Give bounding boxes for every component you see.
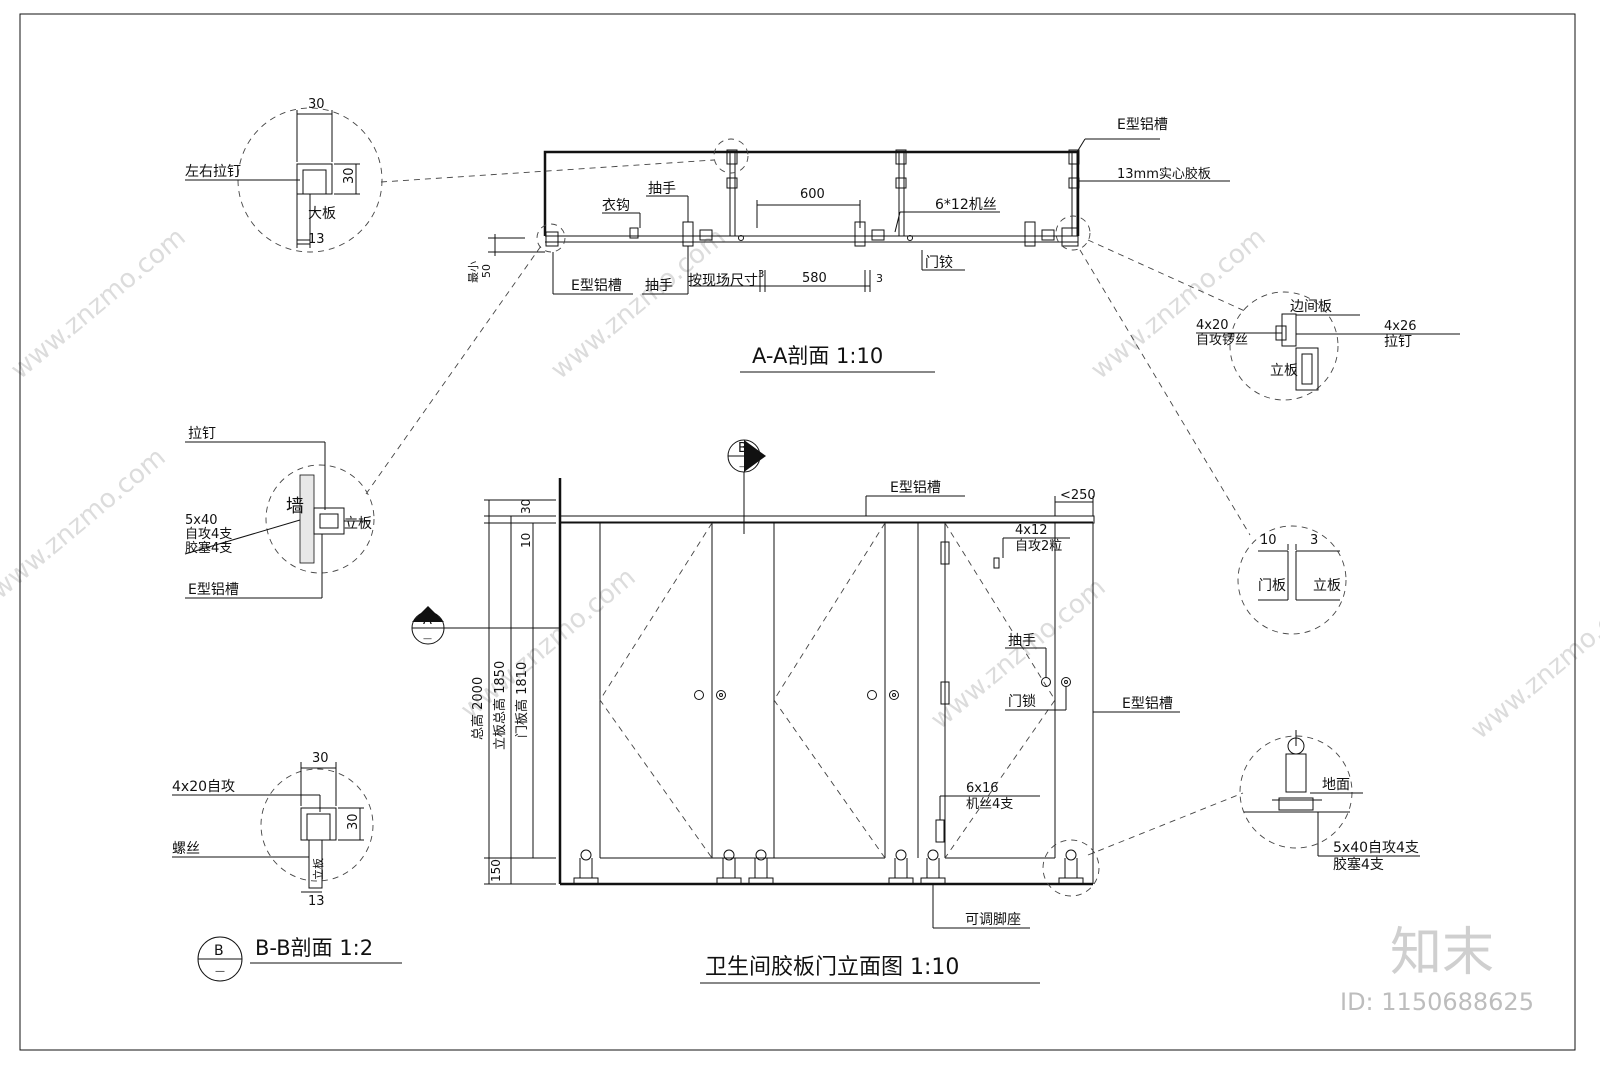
watermark-text: www.znzmo.com	[1465, 582, 1600, 745]
wall-label: 墙	[286, 496, 304, 517]
lock-label: 门锁	[1008, 694, 1036, 710]
marker-dash-a: —	[423, 634, 432, 644]
screw-c: 6x16	[966, 781, 999, 796]
detail-top-left: 30 30 13 左右拉钉 大板	[185, 97, 383, 253]
floor-label: 地面	[1322, 777, 1350, 793]
detail-bb: 30 30 13 4x20自攻 螺丝 立板 B — B-B剖面 1:2	[172, 751, 402, 982]
screw-b: 自攻锣丝	[1196, 333, 1248, 348]
screw-b: 自攻2粒	[1015, 539, 1062, 554]
bb-title: B-B剖面 1:2	[255, 936, 373, 960]
screw-b: 胶塞4支	[1333, 856, 1384, 873]
handle-top-label: 抽手	[648, 181, 676, 197]
watermarks: www.znzmo.com www.znzmo.com www.znzmo.co…	[0, 222, 1600, 1016]
post-label: 立板	[311, 858, 325, 880]
watermark-text: www.znzmo.com	[0, 442, 172, 605]
rivet-label: 左右拉钉	[185, 164, 241, 180]
watermark-id: ID: 1150688625	[1340, 988, 1534, 1016]
screw-a: 4x20	[1196, 318, 1229, 333]
dim-30-side: 30	[346, 813, 361, 830]
screw-b: 自攻4支	[185, 527, 232, 542]
adjustable-feet	[573, 849, 1084, 885]
handle-label: 抽手	[1008, 633, 1036, 649]
dim-30: 30	[519, 499, 533, 514]
e-slot-right-label: E型铝槽	[1122, 696, 1173, 712]
site-size-label: 按现场尺寸	[688, 273, 758, 289]
dim-13: 13	[308, 232, 325, 247]
dim-13: 13	[308, 894, 325, 909]
dim-10: 10	[1260, 533, 1277, 548]
board-label: 大板	[308, 206, 336, 222]
screw-6x12-label: 6*12机丝	[935, 197, 997, 213]
rivet-b: 拉钉	[1384, 334, 1412, 350]
lt250: <250	[1060, 488, 1096, 503]
dim-3: 3	[1310, 533, 1318, 548]
post-label: 立板	[1313, 578, 1341, 594]
dim-3b: 3	[876, 272, 883, 285]
watermark-text: www.znzmo.com	[5, 222, 191, 385]
dim-30-side: 30	[342, 167, 357, 184]
e-slot-top-label: E型铝槽	[890, 480, 941, 496]
marker-dash: —	[215, 966, 225, 977]
screw-a: 5x40自攻4支	[1333, 840, 1419, 856]
marker-b-top: B	[738, 441, 747, 456]
outer-wall-line	[543, 150, 1080, 236]
dim-30-top: 30	[312, 751, 329, 766]
post-label: 立板	[1270, 363, 1298, 379]
marker-b: B	[214, 943, 224, 959]
screw-d: 机丝4支	[966, 797, 1013, 812]
foot-label: 可调脚座	[965, 912, 1021, 928]
rivet-label: 拉钉	[188, 426, 216, 442]
elevation: B — A — 30 10 150 总高 2000 立板总高 1850 门板高 …	[411, 439, 1180, 984]
solid-board-label: 13mm实心胶板	[1117, 166, 1211, 182]
dim-3a: 3	[758, 269, 764, 280]
elev-title: 卫生间胶板门立面图 1:10	[705, 955, 959, 980]
dim-10: 10	[519, 533, 533, 548]
a-marker-arrow	[412, 606, 444, 622]
detail-leaders	[365, 159, 1251, 856]
detail-right-bottom: 地面 5x40自攻4支 胶塞4支	[1239, 730, 1420, 873]
handle-bottom-label: 抽手	[645, 278, 673, 294]
watermark-text: www.znzmo.com	[925, 572, 1111, 735]
watermark-text: www.znzmo.com	[545, 222, 731, 385]
dim-150: 150	[489, 859, 503, 882]
page-frame	[19, 13, 1576, 1051]
slot-label: E型铝槽	[188, 582, 239, 598]
min-val: 50	[480, 264, 493, 278]
door-label: 门板	[1258, 578, 1286, 594]
e-slot-bottom-label: E型铝槽	[571, 278, 622, 294]
side-board-label: 边间板	[1290, 299, 1332, 315]
detail-right-mid: 10 3 门板 立板	[1237, 525, 1347, 635]
screw-label: 螺丝	[172, 841, 200, 857]
post-label: 立板	[344, 516, 372, 532]
e-slot-top-label: E型铝槽	[1117, 117, 1168, 133]
rivet-a: 4x26	[1384, 319, 1417, 334]
self-tap-label: 4x20自攻	[172, 779, 235, 795]
marker-a: A	[423, 613, 432, 628]
dim-30-top: 30	[308, 97, 325, 112]
dim-600: 600	[800, 187, 825, 202]
screw-a: 4x12	[1015, 523, 1048, 538]
screw-a: 5x40	[185, 513, 218, 528]
aa-title: A-A剖面 1:10	[752, 344, 883, 368]
marker-dash-top: —	[739, 462, 748, 472]
hinge-label: 门铰	[925, 255, 953, 271]
post-total-height: 立板总高 1850	[492, 661, 508, 750]
screw-c: 胶塞4支	[185, 540, 232, 556]
coat-hook-label: 衣钩	[602, 198, 630, 214]
total-height: 总高 2000	[470, 677, 486, 740]
watermark-logo: 知末	[1390, 923, 1494, 983]
detail-wall: 墙 拉钉 5x40 自攻4支 胶塞4支 立板 E型铝槽	[184, 426, 375, 599]
detail-right-top: 边间板 4x20 自攻锣丝 4x26 拉钉 立板	[1196, 291, 1460, 401]
min-label: 最小	[467, 261, 480, 283]
watermark-text: www.znzmo.com	[1085, 222, 1271, 385]
door-height: 门板高 1810	[514, 662, 530, 738]
section-aa: 600 580 3 3 最小 50 E型铝槽 13mm实心胶板 衣钩 抽手 6*…	[467, 117, 1230, 373]
dim-580: 580	[802, 271, 827, 286]
